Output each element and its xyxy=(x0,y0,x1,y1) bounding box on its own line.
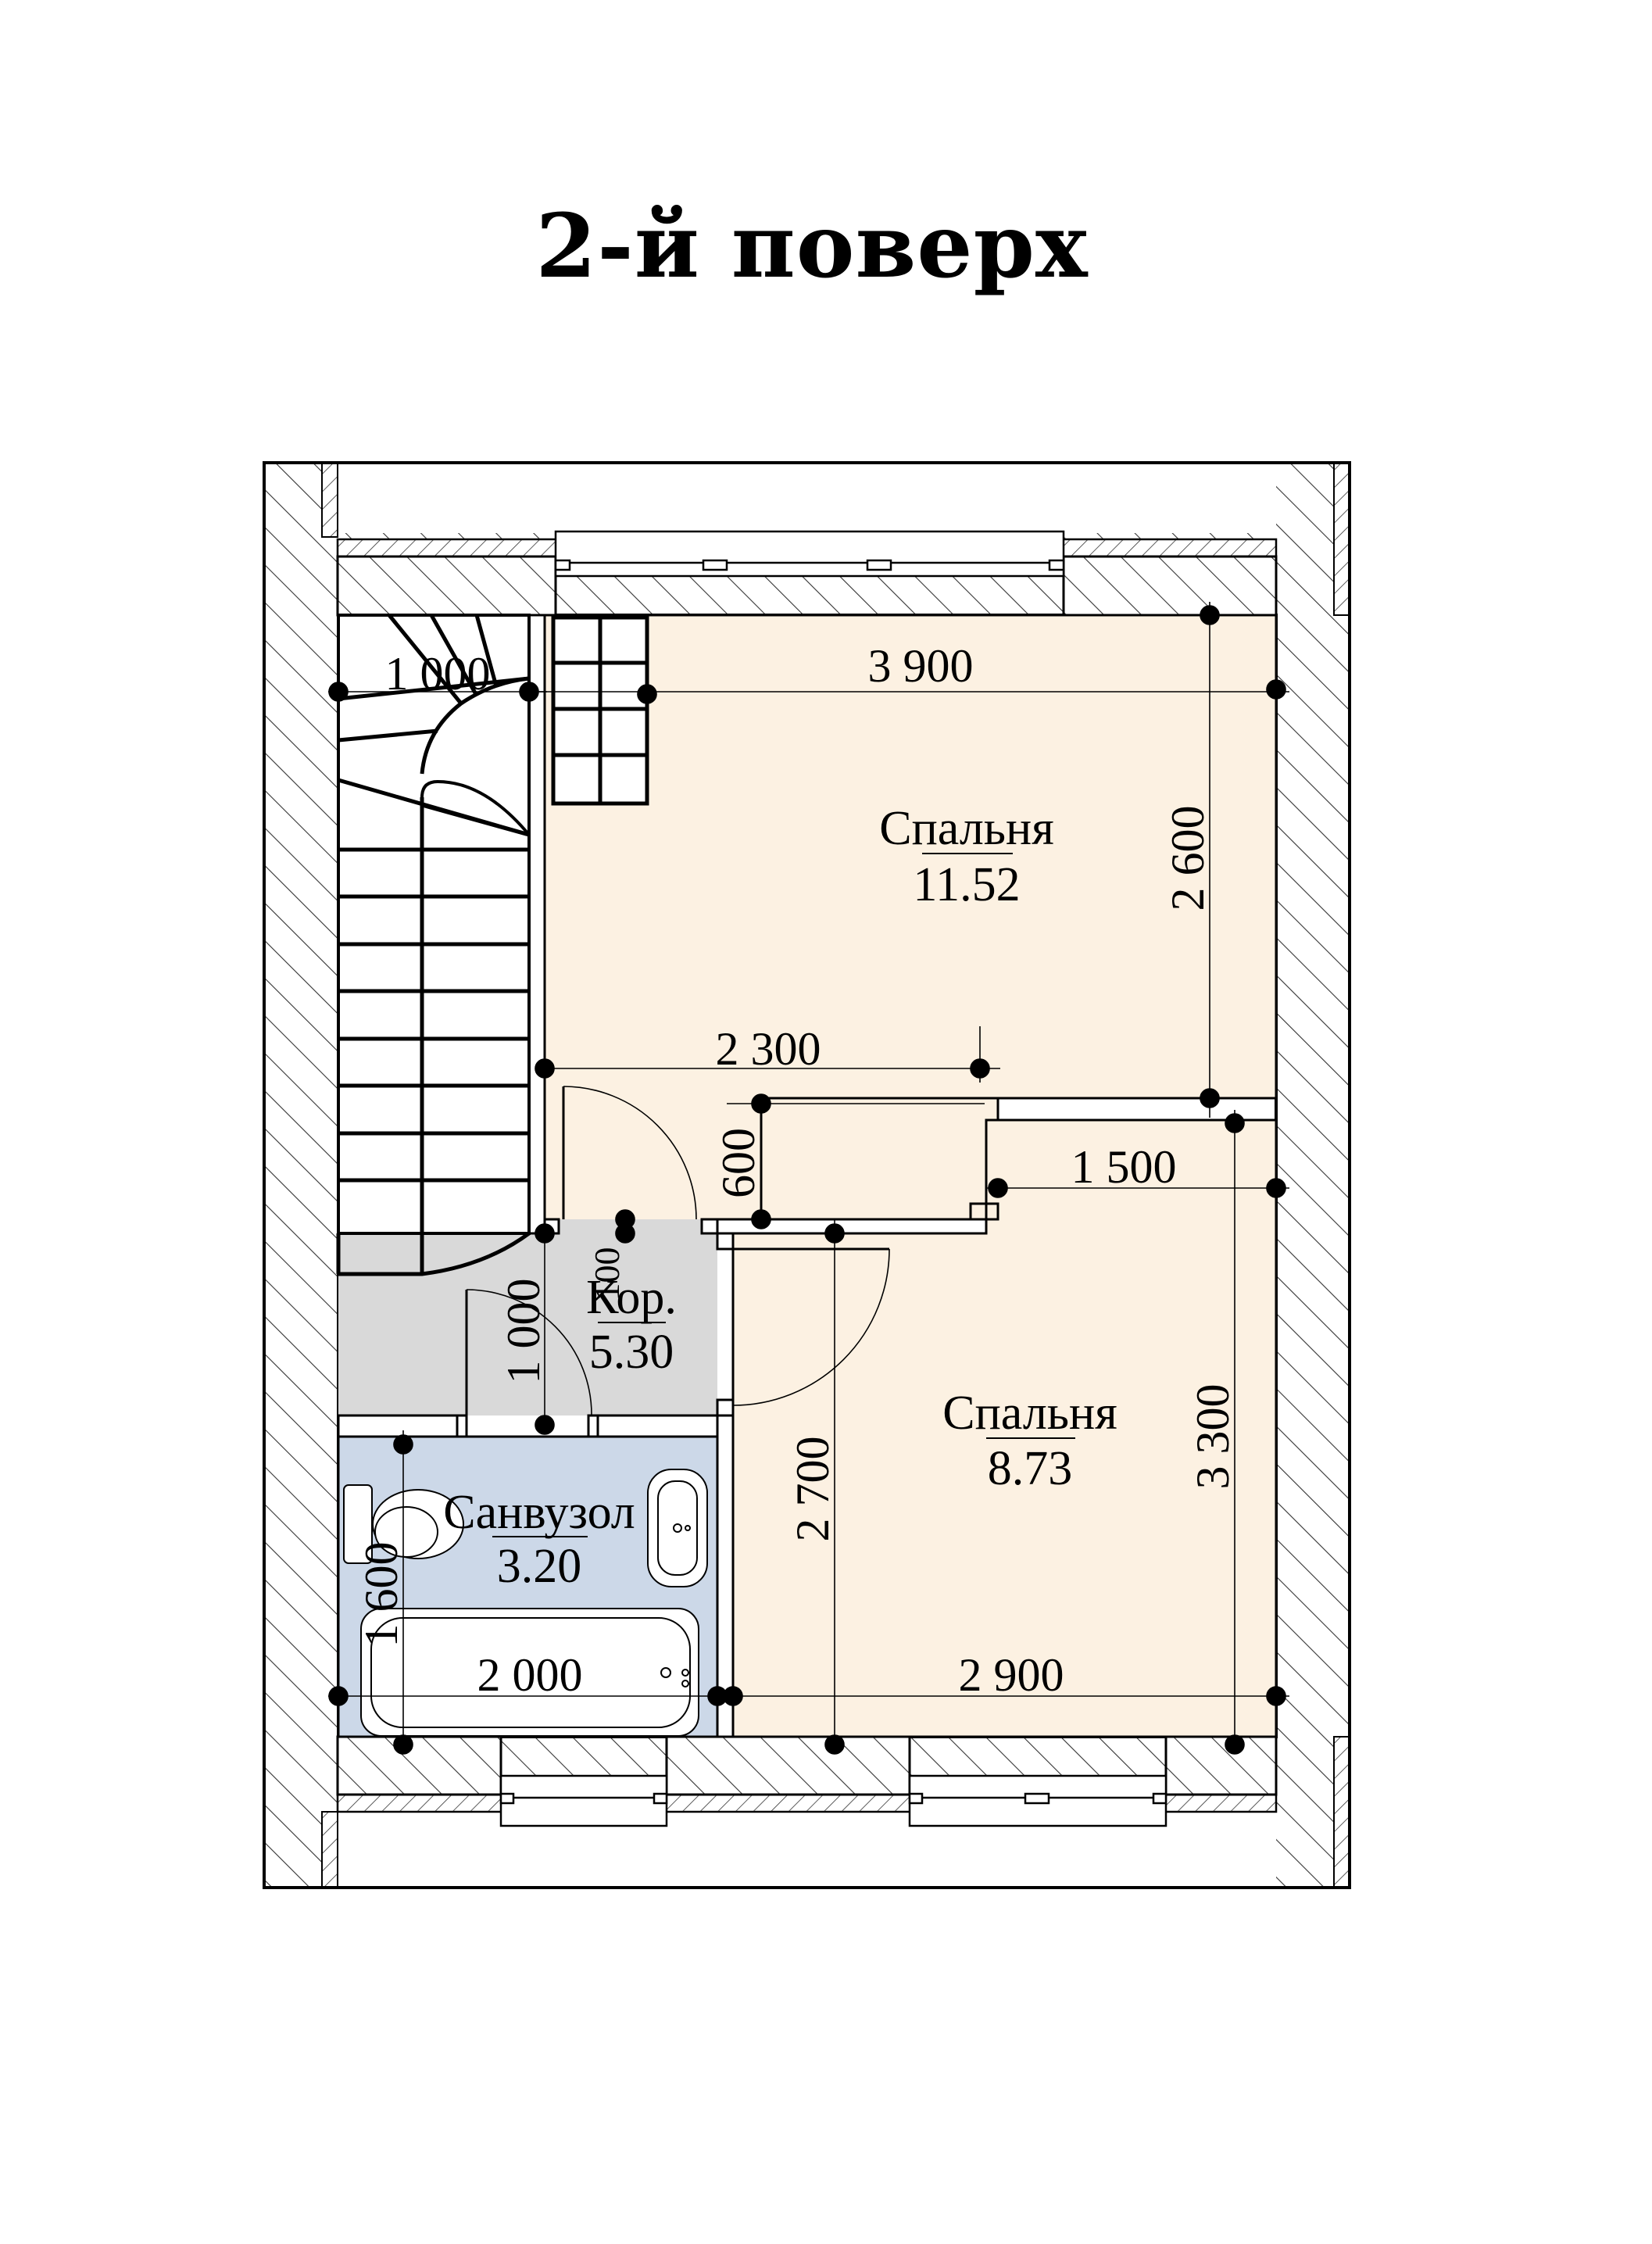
dim-3900: 3 900 xyxy=(868,640,974,692)
toilet xyxy=(343,1484,464,1564)
dimension-labels: 1 000 3 900 2 600 2 300 600 1 500 1 000 … xyxy=(356,640,1239,1701)
staircase xyxy=(336,614,531,1276)
room-name-bedroom-1: Спальня xyxy=(879,802,1054,855)
corridor-fill xyxy=(338,1233,717,1415)
bathroom-fixtures xyxy=(343,1469,708,1737)
dim-1600: 1 600 xyxy=(356,1542,407,1648)
floor-title: 2-й поверх xyxy=(535,195,1089,298)
room-name-bedroom-2: Спальня xyxy=(942,1387,1117,1440)
stair-upper-block xyxy=(551,615,649,806)
room-area-bedroom-1: 11.52 xyxy=(913,858,1020,911)
sink xyxy=(647,1469,708,1587)
room-area-corridor: 5.30 xyxy=(589,1326,674,1379)
room-fills xyxy=(337,614,1278,1738)
windows xyxy=(499,530,1167,1827)
room-labels: Спальня 11.52 Спальня 8.73 Кор. 5.30 Сан… xyxy=(443,802,1117,1593)
room-area-bathroom: 3.20 xyxy=(497,1540,582,1593)
room-name-bathroom: Санвузол xyxy=(443,1486,635,1539)
dim-2700: 2 700 xyxy=(787,1437,839,1542)
dim-1000-corridor: 1 000 xyxy=(498,1279,549,1384)
room-name-corridor: Кор. xyxy=(586,1271,677,1324)
dim-2300: 2 300 xyxy=(716,1023,821,1075)
dim-1500: 1 500 xyxy=(1071,1141,1177,1193)
dim-100: 100 xyxy=(587,1247,627,1301)
dimension-lines xyxy=(328,602,1289,1755)
dim-3300: 3 300 xyxy=(1187,1384,1239,1490)
dim-2000: 2 000 xyxy=(477,1649,583,1701)
dim-2900: 2 900 xyxy=(959,1649,1064,1701)
dim-1000-top: 1 000 xyxy=(385,648,491,700)
dim-2600: 2 600 xyxy=(1162,806,1214,911)
doors xyxy=(465,1086,890,1416)
dim-600: 600 xyxy=(713,1128,764,1198)
interior-walls xyxy=(337,614,999,1738)
room-area-bedroom-2: 8.73 xyxy=(988,1442,1073,1495)
